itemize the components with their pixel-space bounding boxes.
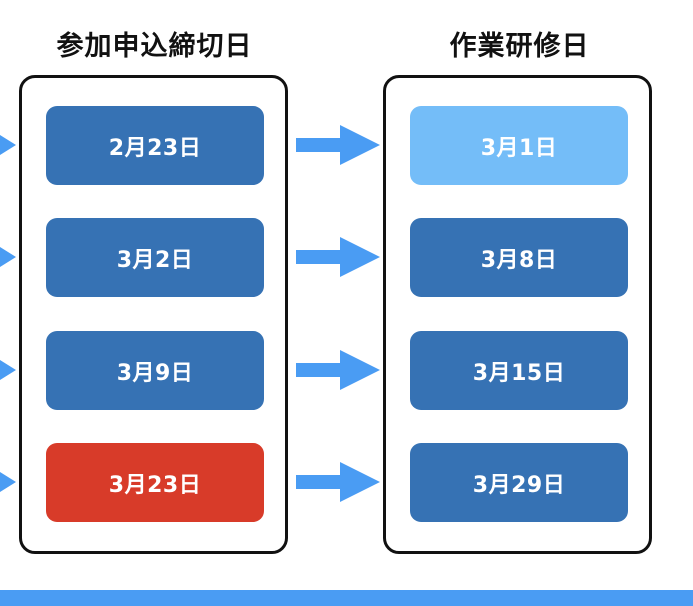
deadline-panel: 2月23日 3月2日 3月9日 3月23日: [19, 75, 288, 554]
right-arrow-icon: [296, 350, 380, 390]
right-arrow-icon: [296, 237, 380, 277]
training-panel: 3月1日 3月8日 3月15日 3月29日: [383, 75, 652, 554]
deadline-box: 3月2日: [46, 218, 264, 297]
training-column-heading: 作業研修日: [449, 31, 590, 62]
incoming-arrow-icon: [0, 135, 16, 155]
deadline-column-heading: 参加申込締切日: [56, 31, 253, 62]
right-arrow-icon: [296, 125, 380, 165]
training-day-box: 3月8日: [410, 218, 628, 297]
training-day-box: 3月29日: [410, 443, 628, 522]
training-day-box: 3月15日: [410, 331, 628, 410]
deadline-box: 2月23日: [46, 106, 264, 185]
incoming-arrow-icon: [0, 360, 16, 380]
right-arrow-icon: [296, 462, 380, 502]
training-day-box: 3月1日: [410, 106, 628, 185]
bottom-bar: [0, 590, 693, 606]
deadline-box: 3月9日: [46, 331, 264, 410]
incoming-arrow-icon: [0, 247, 16, 267]
deadline-box: 3月23日: [46, 443, 264, 522]
incoming-arrow-icon: [0, 472, 16, 492]
